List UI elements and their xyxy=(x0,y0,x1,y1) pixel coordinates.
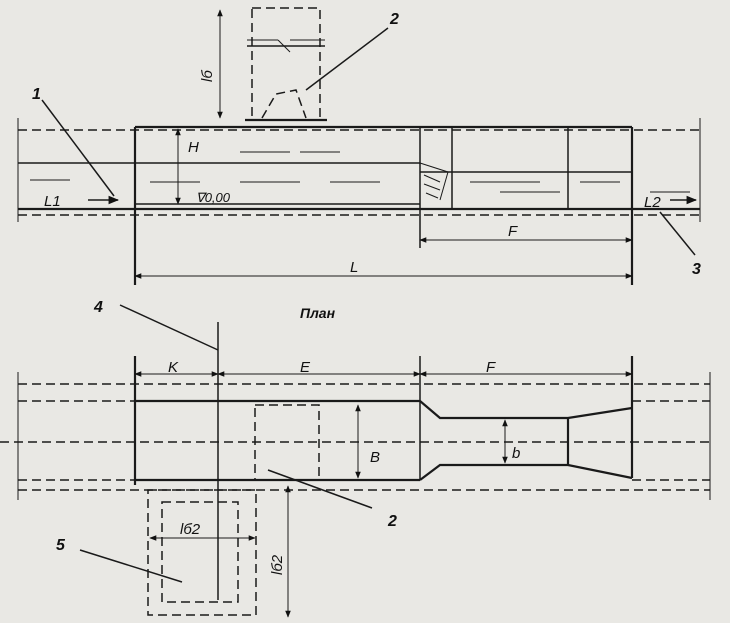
dim-lb-top-label: lб xyxy=(199,70,216,82)
dim-F-plan-label: F xyxy=(486,359,496,376)
plan-title: План xyxy=(300,305,336,321)
dim-b-label: b xyxy=(512,445,520,462)
depth-H-label: H xyxy=(188,139,199,156)
dim-L-label: L xyxy=(350,259,358,276)
callout-2-bottom-label: 2 xyxy=(387,513,397,530)
outflow-label: L2 xyxy=(644,194,661,211)
callout-4-label: 4 xyxy=(93,299,103,316)
plan-upper-wall-transition xyxy=(419,400,633,420)
level-mark-label: ∇0,00 xyxy=(196,190,231,205)
dim-K-label: K xyxy=(168,359,179,376)
section-view xyxy=(17,7,701,285)
dim-E-label: E xyxy=(300,359,311,376)
plan-lower-wall-transition xyxy=(419,463,633,481)
dim-B-label: B xyxy=(370,449,380,466)
callout-1-label: 1 xyxy=(32,86,41,103)
callout-3-label: 3 xyxy=(692,261,701,278)
top-inset-unit xyxy=(217,7,327,122)
callout-5-label: 5 xyxy=(56,537,66,554)
inflow-label: L1 xyxy=(44,193,61,210)
dim-lb2-label: lб2 xyxy=(180,521,201,538)
dim-lb2-vertical-label: lб2 xyxy=(269,554,286,575)
dim-F-section-label: F xyxy=(508,223,518,240)
plan-view xyxy=(0,304,711,618)
callout-2-top-label: 2 xyxy=(389,11,399,28)
